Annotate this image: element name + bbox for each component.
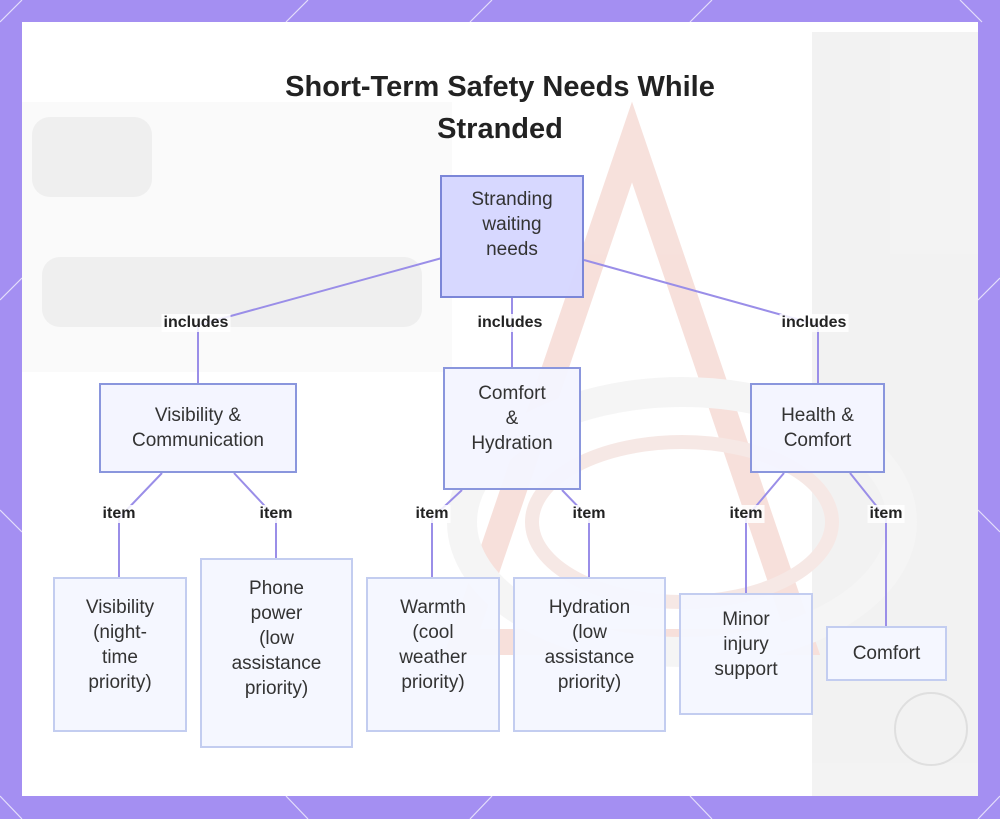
edge-label-item: item	[413, 505, 451, 523]
node-minor-injury-support[interactable]: Minor injury support	[679, 593, 813, 715]
edge-label-item: item	[257, 505, 295, 523]
node-phone-power-low-assistance-priority[interactable]: Phone power (low assistance priority)	[200, 558, 353, 748]
edge-label-item: item	[100, 505, 138, 523]
node-visibility-communication[interactable]: Visibility & Communication	[99, 383, 297, 473]
edge-label-includes: includes	[779, 314, 849, 332]
edge-label-item: item	[570, 505, 608, 523]
edge-visibility-to-night	[118, 472, 163, 577]
node-hydration-low-assistance-priority[interactable]: Hydration (low assistance priority)	[513, 577, 666, 732]
edge-health-to-comfort	[849, 472, 887, 626]
edge-label-item: item	[727, 505, 765, 523]
node-comfort[interactable]: Comfort	[826, 626, 947, 681]
edge-comfort-to-hydration	[561, 489, 590, 577]
node-warmth-cool-weather-priority[interactable]: Warmth (cool weather priority)	[366, 577, 500, 732]
node-root-stranding-waiting-needs[interactable]: Stranding waiting needs	[440, 175, 584, 298]
diagram-title: Short-Term Safety Needs While Stranded	[285, 71, 715, 145]
node-comfort-hydration[interactable]: Comfort & Hydration	[443, 367, 581, 490]
edge-label-includes: includes	[161, 314, 231, 332]
edge-health-to-injury	[745, 472, 785, 593]
edge-label-item: item	[867, 505, 905, 523]
edge-comfort-to-warmth	[431, 489, 463, 577]
diagram-card: Short-Term Safety Needs While Stranded i…	[22, 22, 978, 796]
edge-label-includes: includes	[475, 314, 545, 332]
watermark-badge-icon	[894, 692, 968, 766]
background-watermark-letters	[32, 117, 422, 327]
node-visibility-night-time-priority[interactable]: Visibility (night- time priority)	[53, 577, 187, 732]
edge-root-to-visibility	[197, 257, 443, 383]
node-health-comfort[interactable]: Health & Comfort	[750, 383, 885, 473]
